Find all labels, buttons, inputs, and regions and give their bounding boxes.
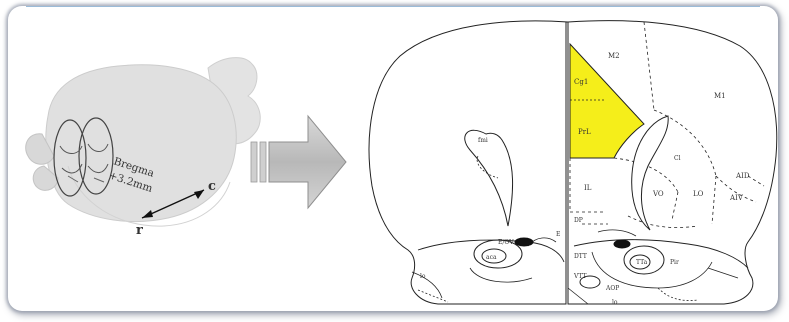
label-vtt: VTT: [573, 273, 586, 280]
label-tta: TTa: [636, 259, 648, 266]
label-aiv: AIV: [729, 194, 744, 202]
label-aca: aca: [486, 254, 497, 261]
right-black-marker: [614, 240, 630, 248]
figure-canvas: Bregma +3.2mm r c: [8, 6, 778, 311]
left-black-marker: [515, 238, 533, 246]
axis-label-r: r: [136, 223, 143, 238]
label-e: E: [556, 231, 560, 238]
label-vo: VO: [652, 190, 664, 198]
label-dp: DP: [574, 217, 583, 224]
left-hemisphere-outline: [369, 21, 568, 304]
label-aid: AID: [735, 172, 750, 180]
label-il: IL: [584, 184, 592, 192]
label-prl: PrL: [578, 128, 591, 136]
label-lo: LO: [693, 190, 704, 198]
label-lo-left: lo: [420, 273, 426, 280]
right-arrow-icon: [251, 116, 346, 208]
label-fmi: fmi: [478, 137, 488, 144]
label-lb: lo: [612, 299, 618, 306]
label-cg1: Cg1: [574, 78, 588, 86]
brain-3d-illustration: Bregma +3.2mm r c: [26, 58, 261, 238]
label-cl: Cl: [674, 155, 681, 162]
figure-frame: Bregma +3.2mm r c: [8, 6, 778, 311]
label-aop: AOP: [605, 285, 619, 292]
label-m1: M1: [714, 92, 726, 100]
hemisphere-shape: [46, 65, 236, 222]
axis-label-c: c: [208, 179, 216, 194]
label-m2: M2: [608, 52, 620, 60]
label-e-ove: E/OV: [498, 239, 514, 246]
label-pir: Pir: [670, 259, 679, 266]
coronal-section-diagram: [369, 21, 777, 304]
label-dtt: DTT: [574, 253, 587, 260]
